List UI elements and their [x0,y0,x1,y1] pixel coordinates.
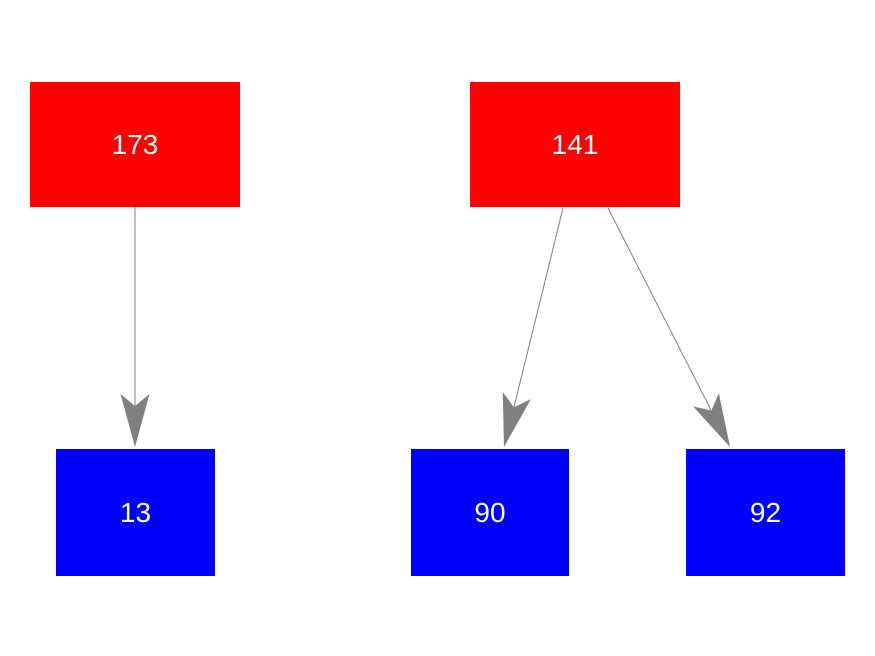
edge-line [513,207,564,408]
edge-173-13 [120,207,150,447]
node-label: 13 [119,496,152,528]
arrowhead-icon [120,394,150,447]
edge-141-90 [502,207,564,447]
arrowhead-icon [502,392,531,447]
node-label: 173 [111,128,159,160]
node-label: 92 [749,496,782,528]
node-141: 141 [470,82,680,207]
node-label: 90 [474,496,506,528]
node-label: 141 [551,128,599,160]
arrowhead-icon [693,393,730,447]
node-173: 173 [30,82,240,207]
edge-141-92 [607,207,730,447]
node-92: 92 [686,449,845,576]
edge-line [607,207,712,411]
node-90: 90 [411,449,569,576]
node-13: 13 [56,449,215,576]
